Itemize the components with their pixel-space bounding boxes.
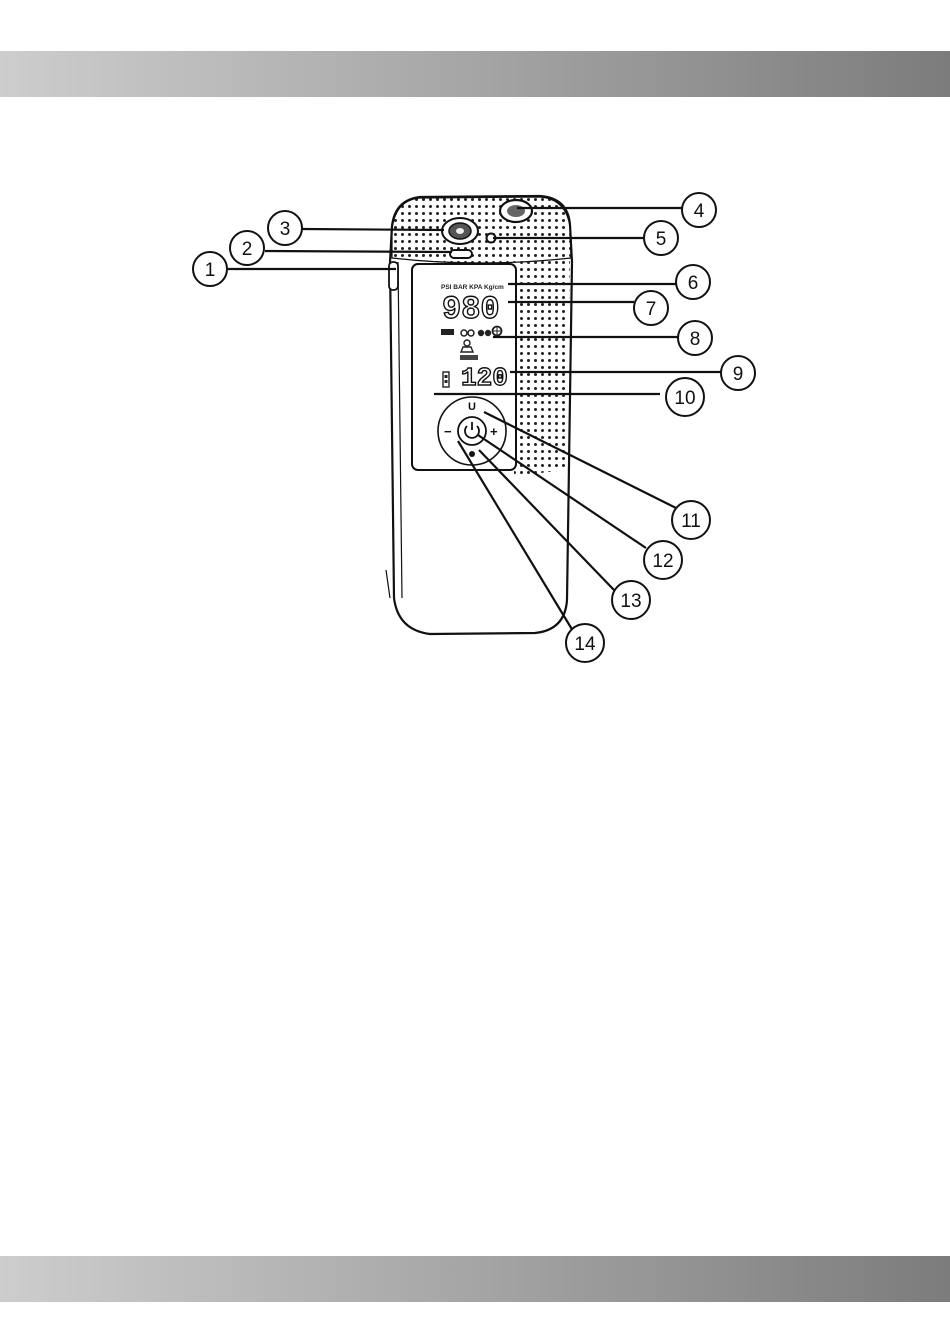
main-pressure-readout: 980	[442, 291, 500, 328]
svg-text:6: 6	[688, 273, 699, 294]
svg-text:14: 14	[574, 634, 596, 655]
svg-text:4: 4	[694, 201, 705, 222]
callout-7: 7	[634, 291, 668, 325]
callout-8: 8	[678, 321, 712, 355]
ball-icon	[493, 327, 502, 336]
control-pad: U + −	[438, 397, 506, 465]
svg-text:12: 12	[652, 551, 673, 572]
callout-2: 2	[230, 231, 264, 265]
svg-text:1: 1	[205, 260, 216, 281]
car-icon	[441, 329, 454, 335]
unit-button[interactable]: U	[468, 401, 476, 413]
units-row: PSI BAR KPA Kg/cm	[441, 284, 504, 291]
svg-text:5: 5	[656, 229, 667, 250]
callout-5: 5	[644, 221, 678, 255]
light-button[interactable]	[469, 451, 475, 457]
svg-text:11: 11	[681, 511, 701, 532]
power-button[interactable]	[458, 417, 486, 445]
plus-button[interactable]: +	[490, 424, 498, 439]
callout-11: 11	[672, 501, 710, 539]
svg-text:9: 9	[733, 364, 744, 385]
callout-6: 6	[676, 265, 710, 299]
callout-12: 12	[644, 541, 682, 579]
svg-text:2: 2	[242, 239, 253, 260]
svg-text:10: 10	[674, 388, 695, 409]
callout-4: 4	[682, 193, 716, 227]
svg-text:8: 8	[690, 329, 701, 350]
svg-text:7: 7	[646, 299, 657, 320]
callout-13: 13	[612, 581, 650, 619]
callout-9: 9	[721, 356, 755, 390]
svg-text:3: 3	[280, 219, 291, 240]
svg-text:13: 13	[620, 591, 641, 612]
minus-button[interactable]: −	[444, 424, 452, 439]
callout-1: 1	[193, 252, 227, 286]
label-bar	[460, 355, 478, 360]
secondary-readout: 120	[461, 363, 508, 393]
callout-10: 10	[666, 378, 704, 416]
callout-14: 14	[566, 624, 604, 662]
callout-3: 3	[268, 211, 302, 245]
